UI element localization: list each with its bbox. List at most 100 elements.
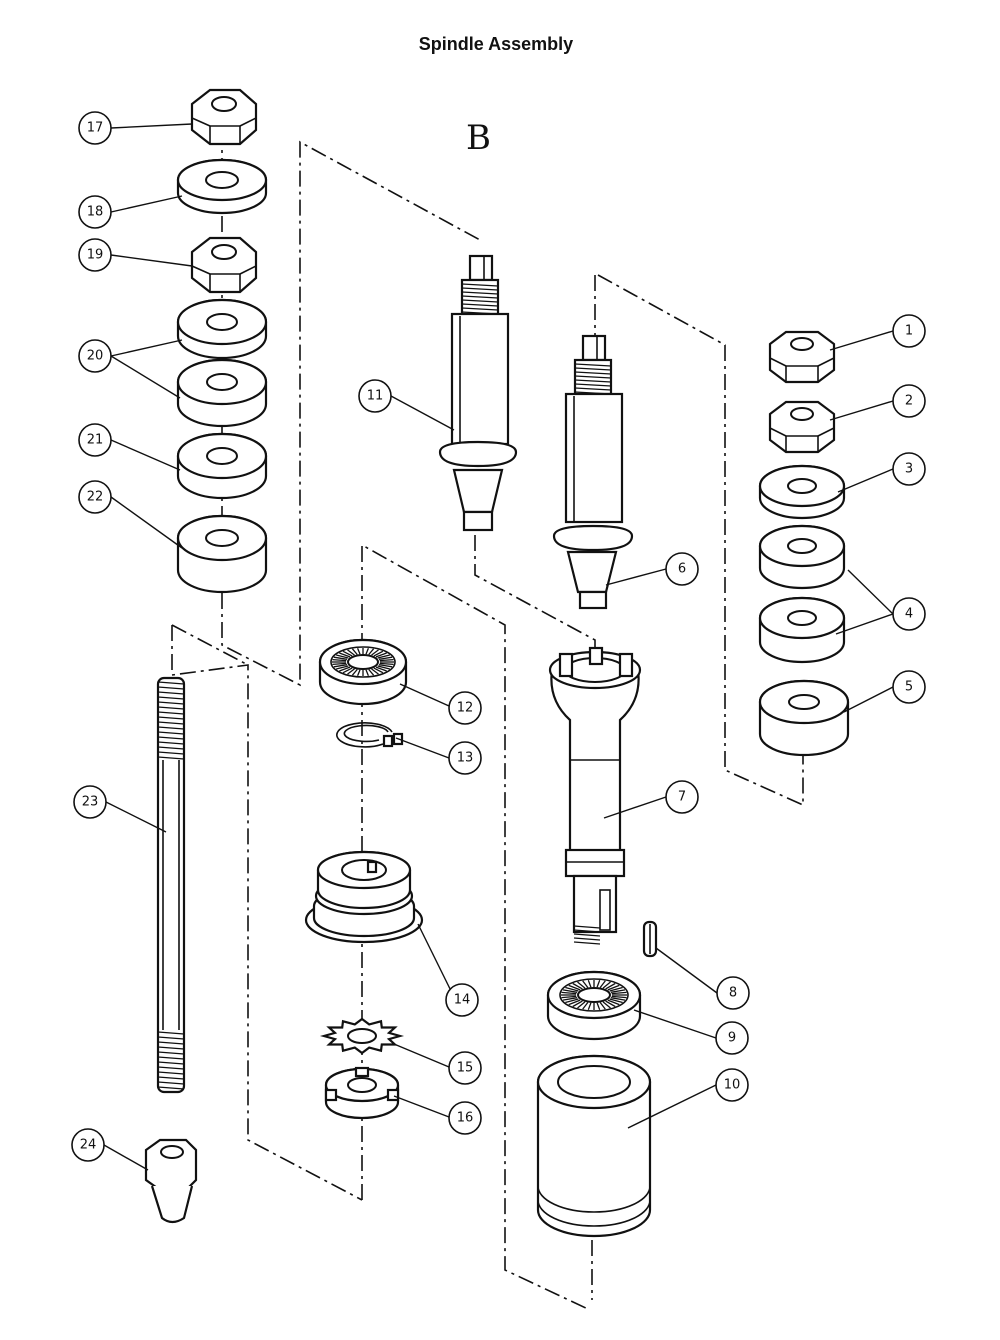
thread-line — [574, 363, 612, 367]
svg-text:6: 6 — [678, 562, 686, 577]
bearing-roller — [368, 648, 375, 655]
thread-line — [574, 375, 612, 379]
bearing-roller — [336, 665, 349, 670]
svg-text:11: 11 — [367, 389, 384, 404]
thread-line — [574, 371, 612, 375]
thread-line — [157, 1061, 185, 1065]
part-17-hex-nut — [190, 88, 258, 146]
part-6-spindle-shaft — [552, 334, 634, 610]
svg-text:12: 12 — [457, 701, 474, 716]
thread-line — [461, 299, 499, 303]
bearing-roller — [568, 984, 581, 991]
callout-16: 16 — [448, 1101, 482, 1135]
bearing-roller — [611, 991, 627, 995]
bearing-roller — [572, 982, 583, 990]
bearing-roller — [602, 981, 611, 989]
svg-text:5: 5 — [905, 680, 913, 695]
bearing-roller — [587, 1002, 592, 1011]
thread-line — [157, 721, 185, 725]
svg-text:3: 3 — [905, 462, 913, 477]
thread-line — [157, 701, 185, 705]
thread-line — [574, 387, 612, 391]
part-22-spacer — [176, 514, 268, 594]
bearing-roller — [332, 658, 347, 662]
thread-line — [157, 716, 185, 720]
part-20-washer-lower — [176, 358, 268, 428]
bearing-roller — [333, 656, 348, 660]
bearing-roller — [342, 650, 353, 657]
bearing-roller — [332, 662, 347, 666]
thread-line — [157, 1046, 185, 1050]
svg-text:20: 20 — [87, 349, 104, 364]
bearing-roller — [565, 986, 579, 992]
thread-line — [573, 937, 601, 941]
thread-line — [157, 1081, 185, 1085]
bearing-roller — [351, 648, 358, 655]
callout-19: 19 — [78, 238, 112, 272]
bearing-roller — [342, 667, 353, 674]
part-15-lock-washer — [319, 1017, 405, 1055]
part-18-washer — [176, 158, 268, 215]
svg-text:17: 17 — [87, 121, 104, 136]
thread-line — [573, 941, 601, 945]
thread-line — [157, 1031, 185, 1035]
callout-12: 12 — [448, 691, 482, 725]
bearing-roller — [375, 652, 387, 658]
svg-text:7: 7 — [678, 790, 686, 805]
bearing-roller — [378, 656, 393, 660]
thread-line — [573, 925, 601, 929]
callout-1: 1 — [892, 314, 926, 348]
part-1-hex-nut — [768, 330, 836, 384]
callout-21: 21 — [78, 423, 112, 457]
bearing-roller — [599, 1002, 606, 1010]
callout-8: 8 — [716, 976, 750, 1010]
part-21-spacer — [176, 432, 268, 500]
thread-line — [157, 731, 185, 735]
bearing-roller — [605, 982, 616, 990]
thread-line — [461, 303, 499, 307]
bearing-roller — [377, 654, 390, 659]
bearing-roller — [347, 649, 355, 656]
bearing-roller — [582, 1002, 589, 1010]
bearing-roller — [607, 984, 620, 991]
bearing-roller — [599, 980, 606, 988]
part-24-tapered-nut — [144, 1138, 198, 1224]
bearing-roller — [609, 986, 623, 992]
bearing-roller — [562, 989, 578, 993]
bearing-roller — [596, 979, 601, 988]
bearing-roller — [333, 664, 348, 668]
bearing-roller — [565, 998, 579, 1004]
bearing-roller — [607, 999, 620, 1006]
bearing-roller — [336, 654, 349, 659]
callout-9: 9 — [715, 1021, 749, 1055]
bearing-roller — [371, 649, 379, 656]
bearing-roller — [611, 995, 627, 999]
callout-7: 7 — [665, 780, 699, 814]
callout-10: 10 — [715, 1068, 749, 1102]
bearing-roller — [610, 997, 626, 1001]
thread-line — [157, 746, 185, 750]
thread-line — [157, 1036, 185, 1040]
svg-text:19: 19 — [87, 248, 104, 263]
leader-lines — [103, 123, 894, 1171]
svg-text:15: 15 — [457, 1061, 474, 1076]
section-letter: B — [466, 118, 491, 158]
bearing-roller — [610, 989, 626, 993]
svg-text:8: 8 — [729, 986, 737, 1001]
svg-text:21: 21 — [87, 433, 104, 448]
thread-line — [461, 287, 499, 291]
bearing-roller — [368, 669, 375, 676]
thread-line — [461, 307, 499, 311]
bearing-roller — [373, 667, 384, 674]
thread-line — [157, 741, 185, 745]
part-23-threaded-rod — [156, 676, 186, 1094]
part-10-sleeve — [536, 1054, 652, 1238]
bearing-roller — [339, 666, 351, 672]
callout-14: 14 — [445, 983, 479, 1017]
callout-11: 11 — [358, 379, 392, 413]
bearing-roller — [602, 1001, 611, 1009]
part-14-pulley — [304, 850, 424, 944]
svg-text:22: 22 — [87, 490, 104, 505]
svg-text:14: 14 — [454, 993, 471, 1008]
